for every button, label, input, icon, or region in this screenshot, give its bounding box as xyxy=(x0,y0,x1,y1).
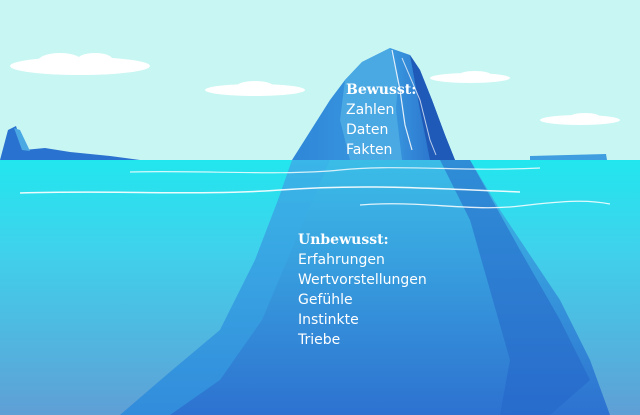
cloud-right xyxy=(540,113,620,125)
wave-line-2 xyxy=(129,167,541,174)
wave-line-1 xyxy=(19,186,521,194)
iceberg-crack-1 xyxy=(391,49,413,151)
unconscious-heading: Unbewusst: xyxy=(298,232,389,248)
cloud-left xyxy=(10,53,150,75)
cloud-mid xyxy=(205,81,305,96)
conscious-item: Fakten xyxy=(346,142,393,158)
distant-iceberg-left-face xyxy=(14,128,30,151)
iceberg-underwater-facet xyxy=(440,160,590,415)
unconscious-item: Gefühle xyxy=(298,292,353,308)
unconscious-item: Triebe xyxy=(298,332,341,348)
wave-line-3 xyxy=(359,200,611,209)
iceberg-tip-shadow xyxy=(410,55,455,160)
conscious-item: Daten xyxy=(346,122,389,138)
unconscious-item: Erfahrungen xyxy=(298,252,385,268)
cloud-right-top xyxy=(430,71,510,83)
unconscious-label-block: Unbewusst: Erfahrungen Wertvorstellungen… xyxy=(298,230,427,350)
iceberg-underwater-facet-left xyxy=(120,160,330,415)
unconscious-item: Wertvorstellungen xyxy=(298,272,427,288)
conscious-label-block: Bewusst: Zahlen Daten Fakten xyxy=(346,80,416,160)
distant-iceberg-left xyxy=(0,126,140,160)
unconscious-item: Instinkte xyxy=(298,312,359,328)
conscious-heading: Bewusst: xyxy=(346,82,417,98)
iceberg-tip-highlight xyxy=(340,48,402,160)
conscious-item: Zahlen xyxy=(346,102,395,118)
iceberg-crack-2 xyxy=(401,57,437,156)
